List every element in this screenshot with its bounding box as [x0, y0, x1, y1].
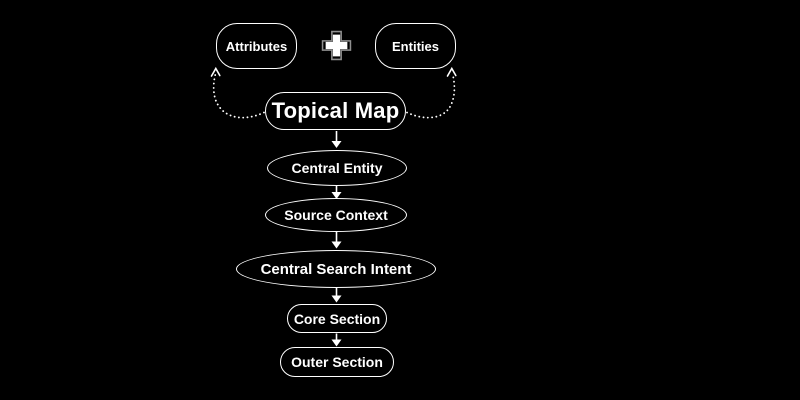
- edge-central-search-intent-to-core-section: [331, 288, 342, 303]
- edge-topical-map-to-attributes: [210, 66, 265, 119]
- node-core-section: Core Section: [287, 304, 387, 333]
- node-attributes-label: Attributes: [225, 38, 288, 54]
- node-central-entity-label: Central Entity: [291, 160, 383, 176]
- node-central-search-intent: Central Search Intent: [236, 250, 436, 288]
- node-entities: Entities: [375, 23, 456, 69]
- arrowhead-down-icon: [331, 295, 342, 303]
- node-entities-label: Entities: [392, 38, 439, 54]
- node-outer-section-label: Outer Section: [291, 354, 383, 370]
- arrowhead-down-icon: [331, 241, 342, 249]
- node-source-context-label: Source Context: [284, 207, 388, 223]
- plus-icon: [321, 30, 352, 61]
- node-central-entity: Central Entity: [267, 150, 407, 186]
- node-source-context: Source Context: [265, 198, 407, 232]
- edge-core-section-to-outer-section: [331, 333, 342, 347]
- node-core-section-label: Core Section: [293, 310, 381, 327]
- arrowhead-down-icon: [331, 141, 342, 148]
- edge-topical-map-to-entities: [406, 66, 457, 119]
- arrowhead-down-icon: [331, 339, 342, 347]
- arrowhead-up-icon: [210, 66, 221, 77]
- arrowhead-up-icon: [446, 66, 457, 77]
- node-outer-section: Outer Section: [280, 347, 394, 377]
- edge-source-context-to-central-search-intent: [331, 232, 342, 249]
- node-topical-map-label: Topical Map: [271, 98, 400, 123]
- node-attributes: Attributes: [216, 23, 297, 69]
- node-topical-map: Topical Map: [265, 92, 406, 130]
- edge-topical-map-to-central-entity: [331, 131, 342, 148]
- node-central-search-intent-label: Central Search Intent: [260, 260, 412, 278]
